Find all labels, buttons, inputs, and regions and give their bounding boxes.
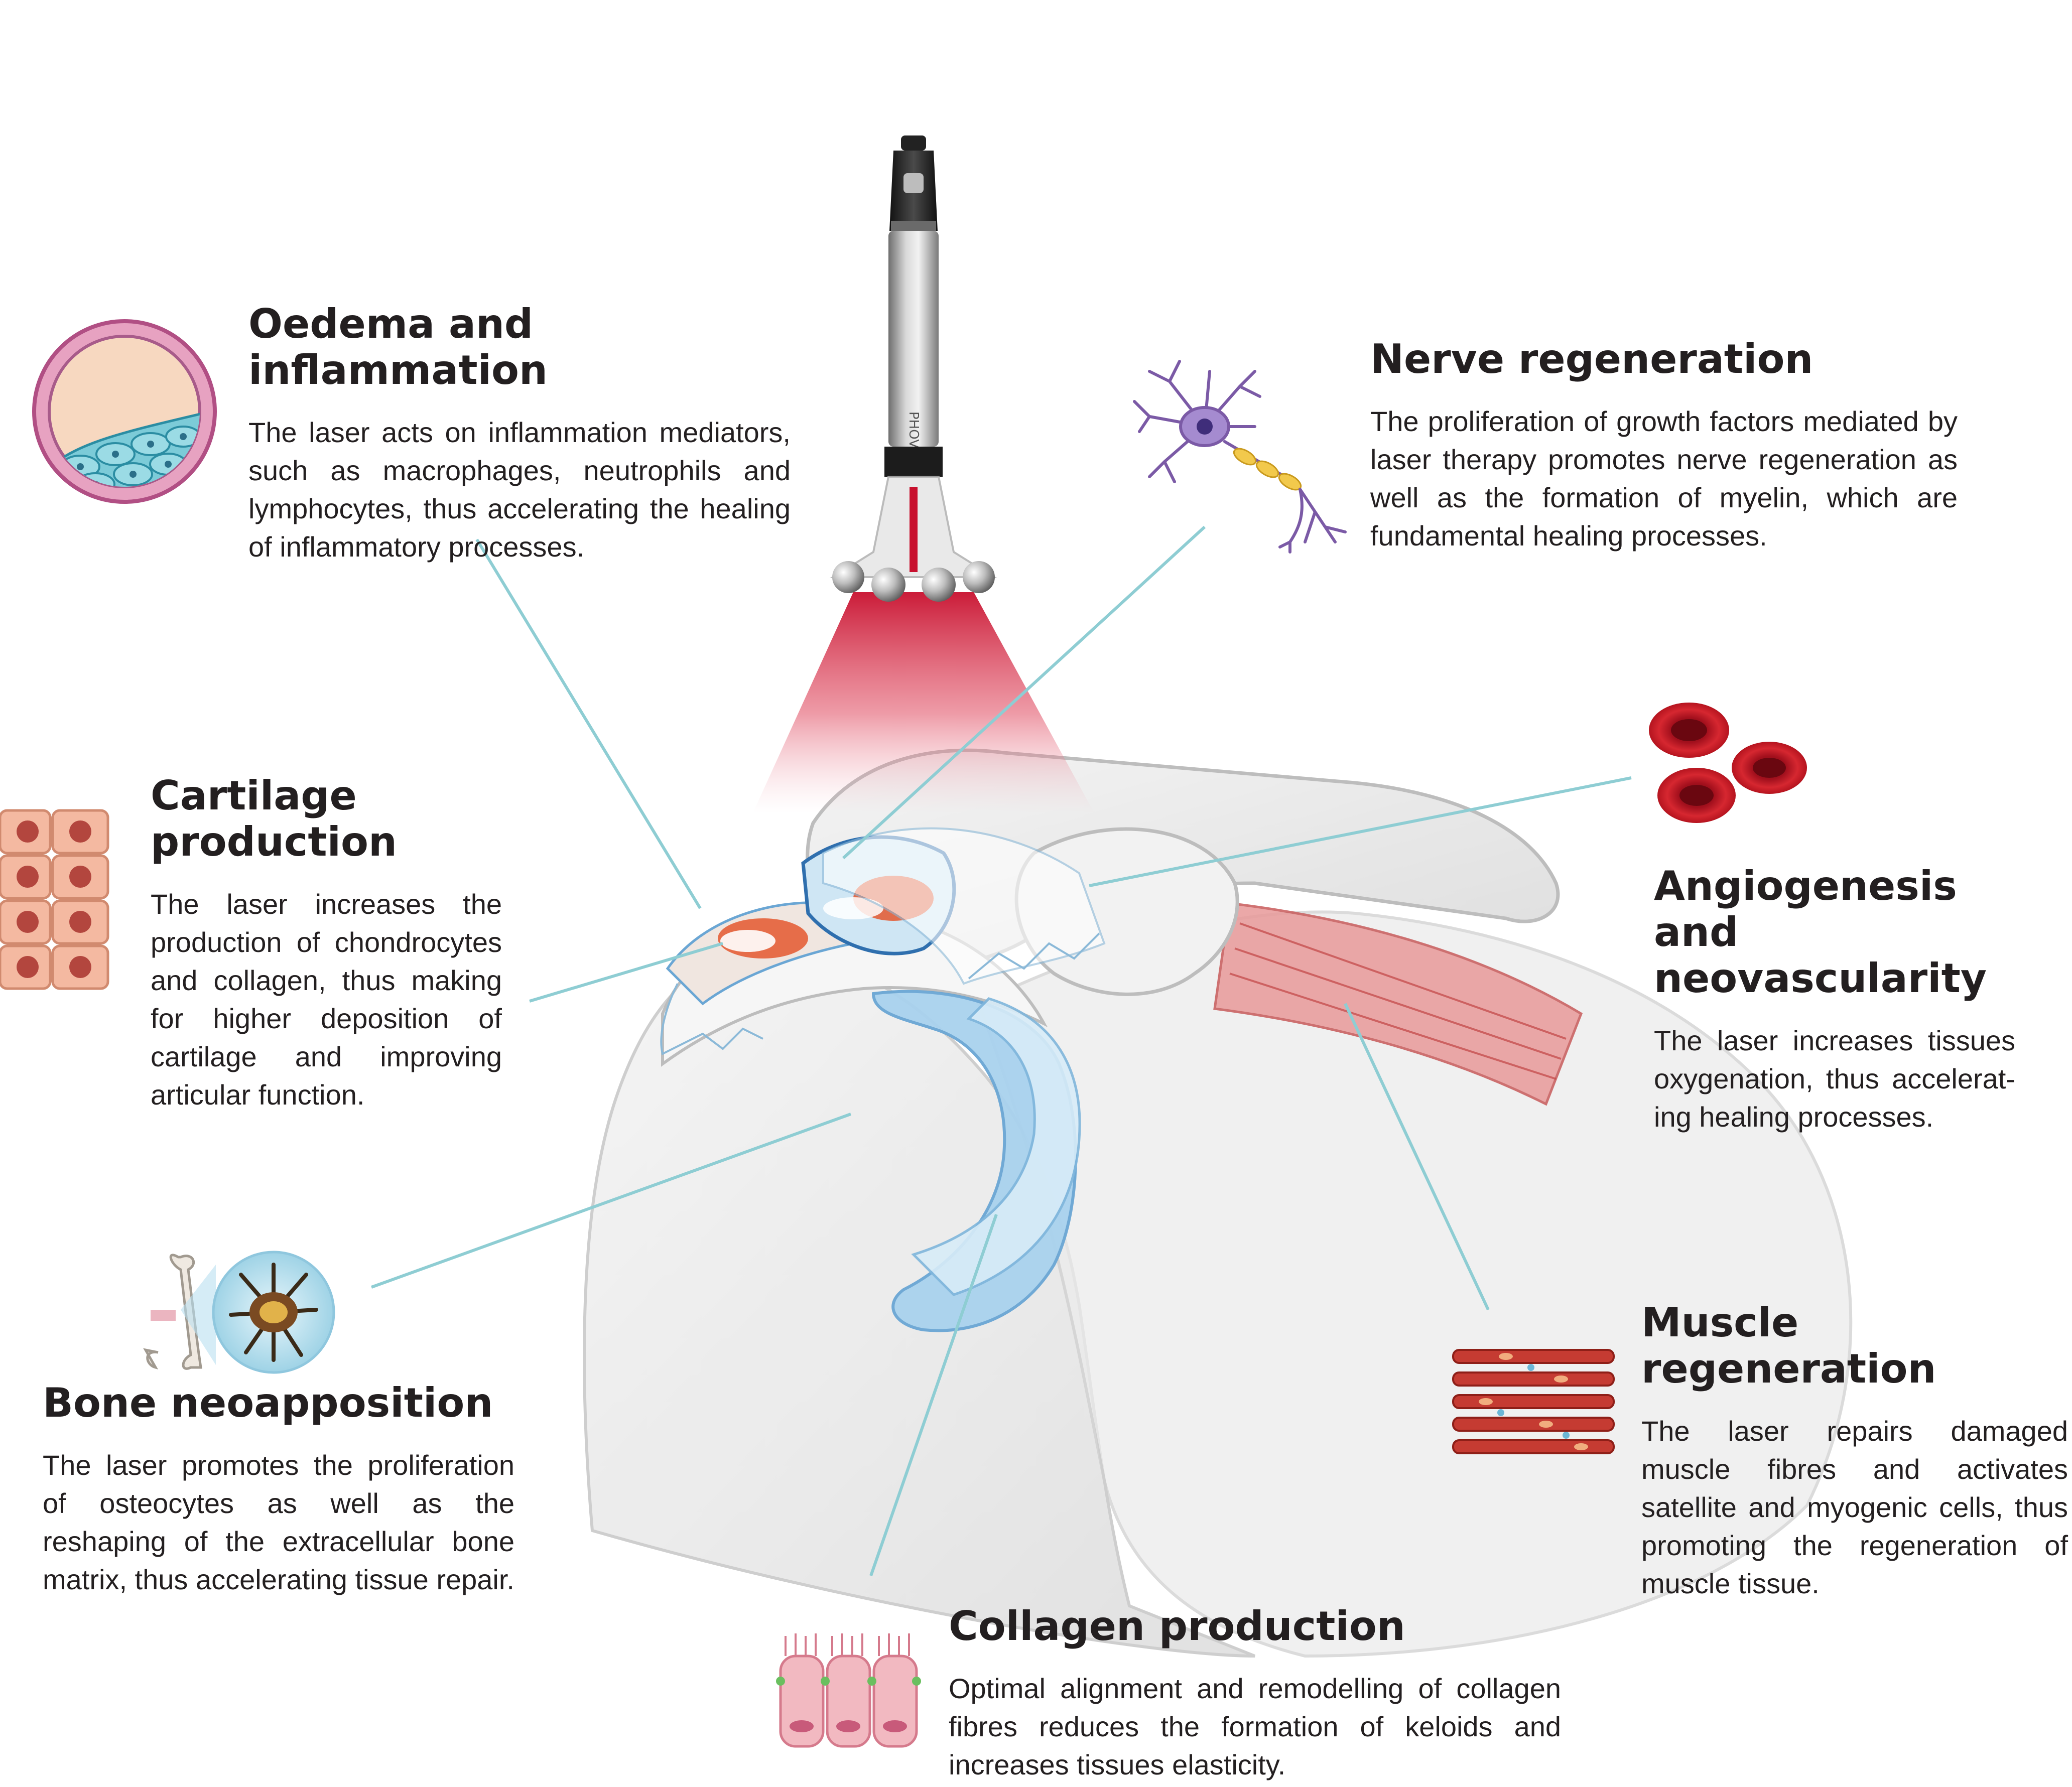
leader-nerve (842, 525, 1206, 860)
collagen-title: Collagen production (949, 1603, 1405, 1649)
osteocyte-icon (143, 1251, 335, 1374)
leader-angio (1089, 776, 1632, 887)
muscle-block: Muscle regeneration The laser repairs da… (1641, 1300, 2068, 1603)
leader-lines (370, 525, 1632, 1576)
bone-title: Bone neoapposition (43, 1380, 493, 1426)
muscle-fibre-icon (1452, 1349, 1615, 1454)
nerve-block: Nerve regeneration The proliferation of … (1370, 336, 1958, 555)
bone-block: Bone neoapposition The laser promotes th… (43, 1380, 514, 1599)
oedema-title: Oedema and inflammation (248, 301, 548, 393)
cartilage-title: Cartilage production (151, 772, 397, 865)
bone-body: The laser promotes the proliferation of … (43, 1449, 514, 1595)
angio-body: The laser increases tissues oxygenation,… (1654, 1025, 2015, 1133)
collagen-block: Collagen production Optimal alignment an… (949, 1603, 1561, 1784)
angio-title-line2: and neovascularity (1654, 909, 1987, 1002)
muscle-body: The laser repairs damaged muscle fibres … (1641, 1415, 2068, 1599)
leader-bone (370, 1113, 852, 1289)
red-blood-cells-icon (1649, 703, 1807, 823)
leader-collagen (869, 1214, 998, 1576)
oedema-block: Oedema and inflammation The laser acts o… (248, 301, 791, 566)
shoulder-joint-illustration (583, 748, 1853, 1658)
neuron-icon (1133, 360, 1347, 554)
chondrocyte-grid-icon (0, 809, 109, 990)
cartilage-body: The laser increases the production of ch… (151, 888, 502, 1111)
oedema-cell-icon (32, 319, 217, 504)
cartilage-block: Cartilage production The laser increases… (151, 773, 502, 1114)
leader-oedema (475, 538, 702, 909)
nerve-title: Nerve regeneration (1370, 336, 1814, 382)
collagen-body: Optimal alignment and remodelling of col… (949, 1673, 1561, 1780)
laser-beam (753, 592, 1094, 813)
angio-block: Angiogenesis and neovascularity The lase… (1654, 863, 2015, 1136)
laser-probe-icon: PHOVIA (830, 135, 997, 602)
collagen-cells-icon (776, 1633, 921, 1748)
angio-title-line1: Angiogenesis (1654, 863, 1957, 909)
muscle-title: Muscle regeneration (1641, 1299, 1936, 1392)
leader-muscle (1344, 1003, 1490, 1311)
oedema-body: The laser acts on inflammation mediators… (248, 417, 791, 563)
nerve-body: The proliferation of growth factors medi… (1370, 405, 1958, 552)
leader-cartilage (529, 942, 723, 1003)
